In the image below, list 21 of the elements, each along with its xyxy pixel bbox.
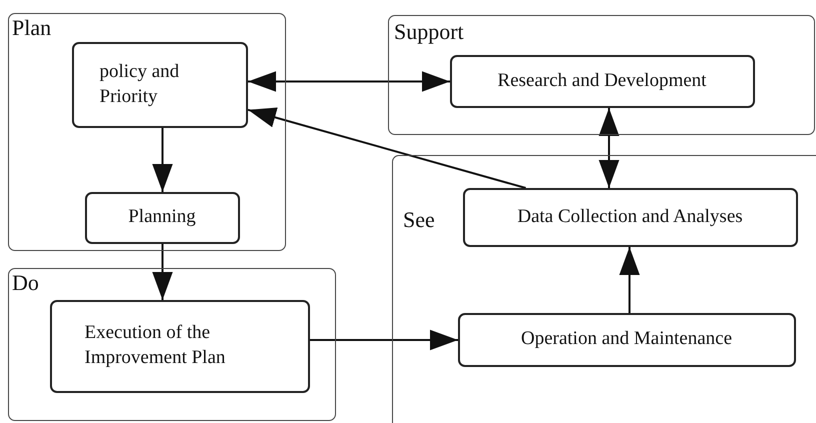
process-box: Research and Development bbox=[450, 54, 754, 108]
process-box: policy and Priority bbox=[72, 42, 248, 128]
arrow bbox=[598, 108, 620, 188]
group-title: Plan bbox=[12, 17, 52, 39]
group-panel bbox=[388, 15, 815, 135]
group-title: See bbox=[403, 209, 435, 231]
arrow bbox=[248, 108, 526, 189]
group-panel bbox=[8, 268, 336, 421]
arrow bbox=[310, 330, 458, 350]
group-title: Support bbox=[394, 21, 464, 43]
group-panel bbox=[8, 13, 286, 251]
process-box: Operation and Maintenance bbox=[458, 312, 796, 366]
arrow bbox=[248, 71, 450, 92]
process-box: Planning bbox=[84, 192, 240, 244]
group-panel bbox=[392, 155, 816, 423]
process-box: Data Collection and Analyses bbox=[462, 188, 798, 246]
process-box: Execution of the Improvement Plan bbox=[50, 300, 310, 392]
arrow bbox=[619, 247, 640, 313]
arrow bbox=[152, 244, 173, 300]
arrow bbox=[152, 128, 173, 192]
group-title: Do bbox=[12, 272, 39, 294]
